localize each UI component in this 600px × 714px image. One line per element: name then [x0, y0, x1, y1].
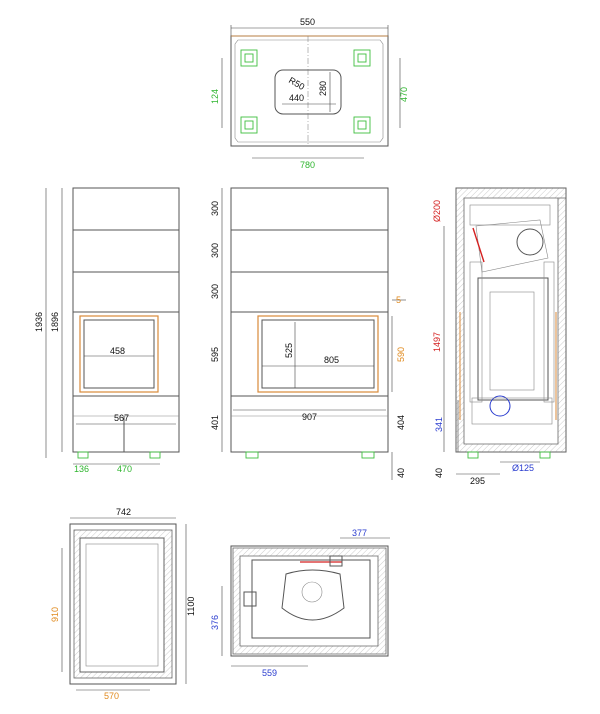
- side-opening-height: 525: [284, 343, 294, 358]
- radius-label: R50: [287, 75, 306, 92]
- section-depth: 295: [470, 476, 485, 486]
- plan-height: 1100: [186, 597, 196, 616]
- side-foot-height: 40: [396, 468, 406, 478]
- side-base-height: 401: [210, 415, 220, 430]
- inner-height-label: 280: [318, 81, 328, 96]
- top-left-dim: 124: [210, 89, 220, 104]
- foot-marks: [240, 49, 371, 134]
- bottom-width-1: 377: [352, 528, 367, 538]
- front-body-height: 1896: [50, 312, 60, 332]
- section-view: Ø200 1497 341 40 295 Ø125: [432, 187, 567, 486]
- section-air-diameter: Ø125: [512, 463, 534, 473]
- section-flue-diameter: Ø200: [432, 200, 442, 222]
- bottom-width-2: 559: [262, 668, 277, 678]
- plan-inner-width: 570: [104, 691, 119, 701]
- side-base-width: 907: [302, 412, 317, 422]
- section-flue-height: 1497: [432, 332, 442, 352]
- top-view: 550 R50 440 280 124 470 780: [210, 17, 409, 170]
- front-foot-span: 470: [117, 464, 132, 474]
- side-seg1: 300: [210, 201, 220, 216]
- top-bottom-dim: 780: [300, 160, 315, 170]
- front-base-width: 567: [114, 413, 129, 423]
- front-foot-offset: 136: [74, 464, 89, 474]
- plan-width: 742: [116, 507, 131, 517]
- side-frame-height: 590: [396, 347, 406, 362]
- front-total-height: 1936: [34, 312, 44, 332]
- side-view: 300 300 300 595 401 525 805 907 5 590 40…: [210, 187, 406, 480]
- side-door-height: 595: [210, 347, 220, 362]
- front-view: 1936 1896 458 567 136 470: [34, 187, 180, 474]
- side-gap: 5: [396, 295, 401, 305]
- top-right-dim: 470: [399, 87, 409, 102]
- top-width-label: 550: [300, 17, 315, 27]
- side-seg2: 300: [210, 243, 220, 258]
- section-foot-height: 40: [434, 468, 444, 478]
- side-opening-width: 805: [324, 355, 339, 365]
- plan-view: 742 1100 910 570: [50, 507, 196, 701]
- plan-inner-height: 910: [50, 607, 60, 622]
- side-right-base: 404: [396, 415, 406, 430]
- bottom-view: 377 376 559: [210, 528, 390, 678]
- inner-width-label: 440: [289, 93, 304, 103]
- side-seg3: 300: [210, 284, 220, 299]
- front-opening-width: 458: [110, 346, 125, 356]
- bottom-height-1: 376: [210, 615, 220, 630]
- section-inlet-height: 341: [434, 417, 444, 432]
